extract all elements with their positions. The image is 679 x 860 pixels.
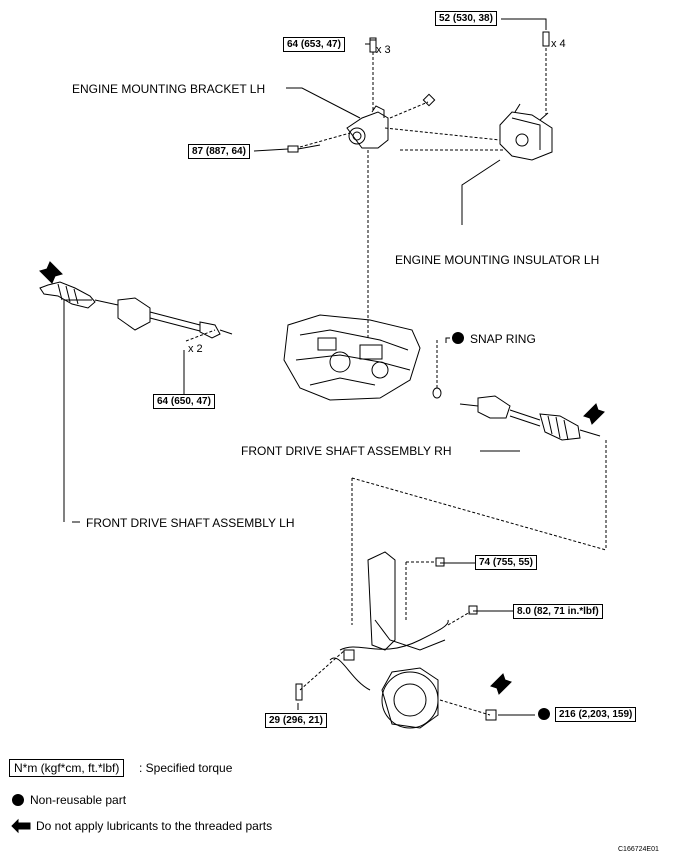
non-reusable-dot-icon [452, 332, 464, 344]
drive-shaft-lh [39, 281, 233, 339]
legend-unit-box: N*m (kgf*cm, ft.*lbf) [9, 759, 125, 777]
torque-box-sensor-bolt: 8.0 (82, 71 in.*lbf) [513, 604, 603, 619]
legend-non-reusable-dot-icon [12, 794, 24, 806]
label-front-drive-shaft-rh: FRONT DRIVE SHAFT ASSEMBLY RH [241, 444, 452, 458]
torque-box-insulator-bolts: 52 (530, 38) [435, 11, 497, 26]
engine-mounting-insulator [499, 103, 553, 161]
torque-box-bracket-bolts: 64 (653, 47) [283, 37, 345, 52]
label-front-drive-shaft-lh: FRONT DRIVE SHAFT ASSEMBLY LH [86, 516, 295, 530]
figure-code: C166724E01 [618, 846, 659, 853]
legend-unit-description: : Specified torque [139, 761, 233, 775]
knuckle-assembly [329, 551, 449, 729]
multiplier-x4: x 4 [551, 38, 566, 50]
torque-box-bracket-long-bolt: 87 (887, 64) [188, 144, 250, 159]
legend-non-reusable: Non-reusable part [30, 793, 127, 807]
non-reusable-dot-icon [538, 708, 550, 720]
torque-box-strut-nut: 74 (755, 55) [475, 555, 537, 570]
multiplier-x2: x 2 [188, 343, 203, 355]
label-engine-mounting-bracket-lh: ENGINE MOUNTING BRACKET LH [72, 82, 266, 96]
assembly-lines [185, 48, 607, 716]
torque-box-lh-bearing-bolts: 64 (650, 47) [153, 394, 215, 409]
legend-no-lubricant: Do not apply lubricants to the threaded … [36, 819, 273, 833]
torque-box-axle-nut: 216 (2,203, 159) [555, 707, 637, 722]
transaxle [283, 314, 421, 401]
multiplier-x3: x 3 [376, 44, 391, 56]
drive-shaft-rh [459, 395, 601, 441]
torque-box-hub-bolt: 29 (296, 21) [265, 713, 327, 728]
engine-mounting-bracket [346, 105, 389, 149]
label-engine-mounting-insulator-lh: ENGINE MOUNTING INSULATOR LH [395, 253, 600, 267]
leader-lines [63, 18, 547, 716]
label-snap-ring: SNAP RING [470, 332, 536, 346]
